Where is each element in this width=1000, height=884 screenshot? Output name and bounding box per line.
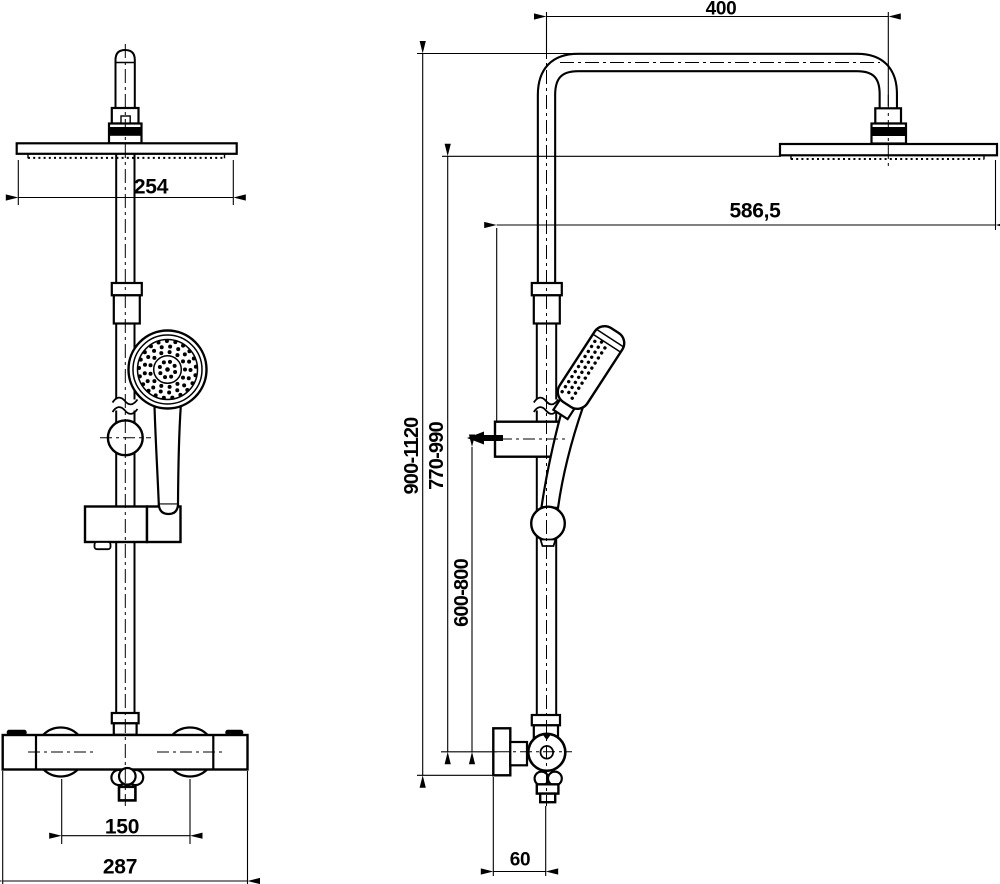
side-handle-ball [530, 505, 567, 542]
front-overhead-shower [15, 142, 238, 159]
side-shower-arm [536, 52, 898, 290]
dimension-lines [0, 12, 1000, 884]
spray-nozzle-dots [137, 339, 198, 400]
dim-inlet-spacing [49, 779, 203, 844]
side-mixer-valve [492, 727, 567, 804]
dim-arm-reach-label: 400 [705, 0, 737, 20]
dim-mixer-width [0, 771, 260, 884]
side-hand-shower-head [551, 325, 626, 421]
front-hand-shower-head [127, 329, 208, 410]
dim-mixer-width-label: 287 [102, 855, 138, 879]
dim-head-height [441, 143, 781, 765]
front-view [1, 44, 249, 806]
dim-outlet-offset [480, 777, 559, 876]
dim-wall-to-head-edge-label: 586,5 [729, 199, 781, 223]
side-view [467, 20, 999, 806]
dim-overall-height [417, 41, 577, 788]
dim-head-width [5, 160, 246, 205]
wall-mount-arrow [467, 431, 503, 445]
dim-head-height-label: 770-990 [426, 422, 448, 490]
dim-hand-shower-height-label: 600-800 [451, 559, 473, 627]
front-upper-coupling [110, 281, 143, 325]
front-mixer-outlet [110, 766, 145, 802]
side-hand-shower-handle [530, 398, 585, 547]
dim-overall-height-label: 900-1120 [401, 417, 423, 495]
side-spray-dots [560, 339, 607, 400]
dim-inlet-spacing-label: 150 [104, 815, 140, 839]
dim-outlet-offset-label: 60 [509, 849, 531, 871]
dim-arm-reach [534, 12, 901, 106]
dim-wall-to-head-edge [484, 160, 1000, 421]
front-hand-shower-handle [153, 404, 182, 516]
dim-head-width-label: 254 [133, 175, 169, 199]
